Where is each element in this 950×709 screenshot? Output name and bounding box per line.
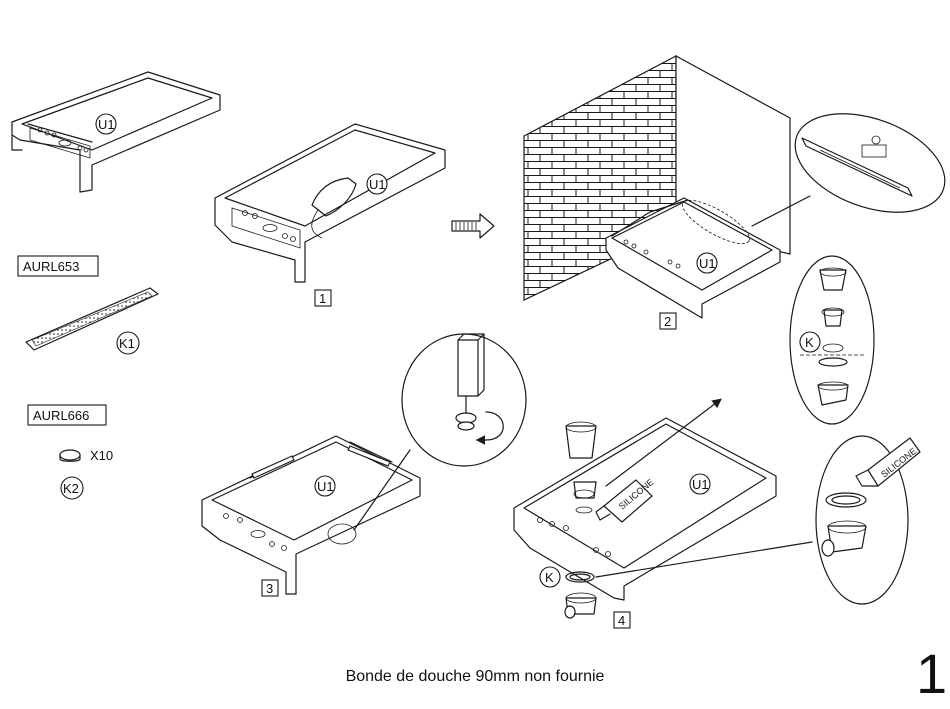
aurl666-label: AURL666 bbox=[33, 408, 89, 423]
part-aurl666: AURL666 X10 K2 bbox=[28, 405, 113, 499]
u1-label: U1 bbox=[98, 117, 115, 132]
detail-bubble-drain-parts: K bbox=[790, 256, 874, 424]
k-label: K bbox=[545, 570, 554, 585]
detail-bubble-wall-trim bbox=[782, 95, 950, 231]
tray-u1-top-left: U1 bbox=[12, 72, 220, 192]
u1-label: U1 bbox=[699, 256, 716, 271]
u1-label: U1 bbox=[692, 477, 709, 492]
part-aurl653: AURL653 K1 bbox=[18, 256, 158, 354]
aurl653-label: AURL653 bbox=[23, 259, 79, 274]
tray-step-4: SILICONE U1 K 4 bbox=[514, 400, 812, 628]
step-1-label: 1 bbox=[319, 291, 326, 306]
wall-installation-step-2: U1 2 bbox=[524, 56, 950, 329]
k1-label: K1 bbox=[119, 336, 135, 351]
step-3-label: 3 bbox=[266, 581, 273, 596]
next-step-arrow bbox=[452, 214, 494, 238]
k2-label: K2 bbox=[63, 481, 79, 496]
footnote-caption: Bonde de douche 90mm non fournie bbox=[0, 668, 950, 686]
step-4-label: 4 bbox=[618, 613, 625, 628]
k2-pad bbox=[60, 450, 80, 460]
u1-label: U1 bbox=[317, 479, 334, 494]
page-number: 1 bbox=[916, 646, 947, 702]
tray-step-1: U1 1 bbox=[215, 124, 445, 306]
quantity-label: X10 bbox=[90, 448, 113, 463]
detail-bubble-silicone-drain: SILICONE bbox=[816, 436, 920, 604]
k-label: K bbox=[805, 335, 814, 350]
step-2-label: 2 bbox=[664, 314, 671, 329]
tray-step-3: U1 3 bbox=[202, 334, 526, 596]
u1-label: U1 bbox=[369, 177, 386, 192]
